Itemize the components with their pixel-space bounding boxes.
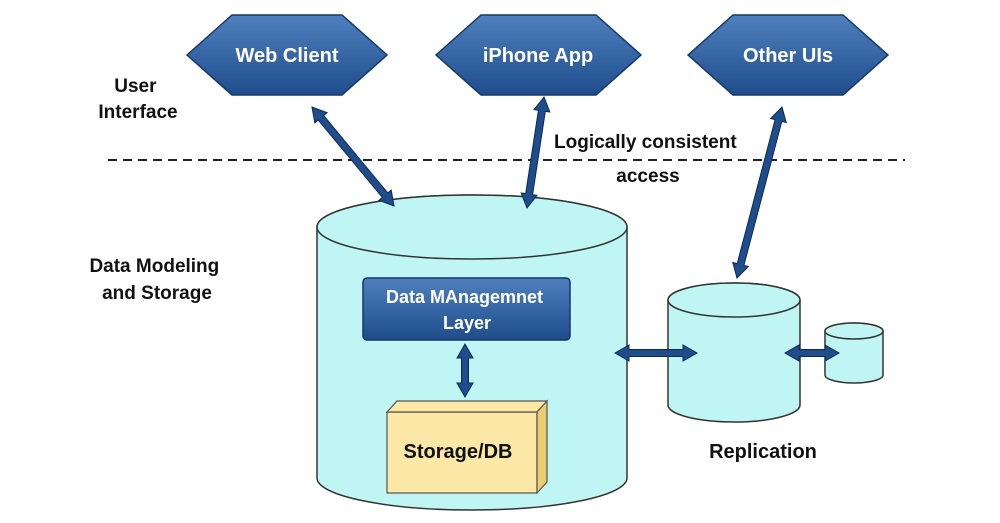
data-modeling-line-2: and Storage xyxy=(102,283,212,304)
data-management-layer: Data MAnagemnet Layer xyxy=(362,277,571,341)
storage-box-side xyxy=(536,399,548,495)
iphone-app-hexagon xyxy=(434,14,643,96)
user-interface-line-1: User xyxy=(114,76,157,97)
other-uis-to-replica-arrow xyxy=(732,106,787,279)
main-cylinder-top xyxy=(316,194,628,260)
consistent-access-annotation: Logically consistent access xyxy=(554,132,742,187)
dml-line-2: Layer xyxy=(443,313,491,333)
web-client-hexagon xyxy=(185,14,389,96)
web-client-node: Web Client xyxy=(185,14,389,96)
storage-db-label: Storage/DB xyxy=(404,441,513,463)
data-management-layer-box xyxy=(362,277,571,341)
arrows-group xyxy=(311,96,841,399)
replica-medium-top xyxy=(667,282,801,318)
other-uis-label: Other UIs xyxy=(743,45,833,67)
iphone-app-label: iPhone App xyxy=(483,45,593,67)
user-interface-line-2: Interface xyxy=(98,102,177,123)
replication-label: Replication xyxy=(709,441,817,463)
annotation-line-1: Logically consistent xyxy=(554,132,737,153)
iphone-app-to-db-arrow xyxy=(520,96,551,209)
storage-box-top xyxy=(385,400,549,413)
data-management-layer-label: Data MAnagemnet Layer xyxy=(386,287,548,333)
other-uis-node: Other UIs xyxy=(686,14,890,96)
storage-db-box: Storage/DB xyxy=(385,399,549,495)
web-client-label: Web Client xyxy=(236,45,339,67)
web-client-to-db-arrow xyxy=(311,106,395,207)
data-modeling-line-1: Data Modeling xyxy=(89,256,219,277)
replica-cylinder-medium xyxy=(667,282,801,423)
replica-cylinder-small xyxy=(824,322,884,384)
replica-to-small-replica-arrow xyxy=(783,344,841,362)
double-arrow-shape xyxy=(456,342,474,399)
double-arrow-shape xyxy=(520,96,551,209)
user-interface-label: User Interface xyxy=(98,76,177,123)
dml-line-1: Data MAnagemnet xyxy=(386,287,543,307)
replica-small-top xyxy=(824,322,884,340)
main-to-replica-arrow xyxy=(613,344,699,362)
data-modeling-label: Data Modeling and Storage xyxy=(89,256,224,304)
double-arrow-shape xyxy=(613,344,699,362)
dml-to-storage-arrow xyxy=(456,342,474,399)
iphone-app-node: iPhone App xyxy=(434,14,643,96)
double-arrow-shape xyxy=(783,344,841,362)
annotation-line-2: access xyxy=(616,166,679,187)
double-arrow-shape xyxy=(311,106,395,207)
double-arrow-shape xyxy=(732,106,787,279)
other-uis-hexagon xyxy=(686,14,890,96)
